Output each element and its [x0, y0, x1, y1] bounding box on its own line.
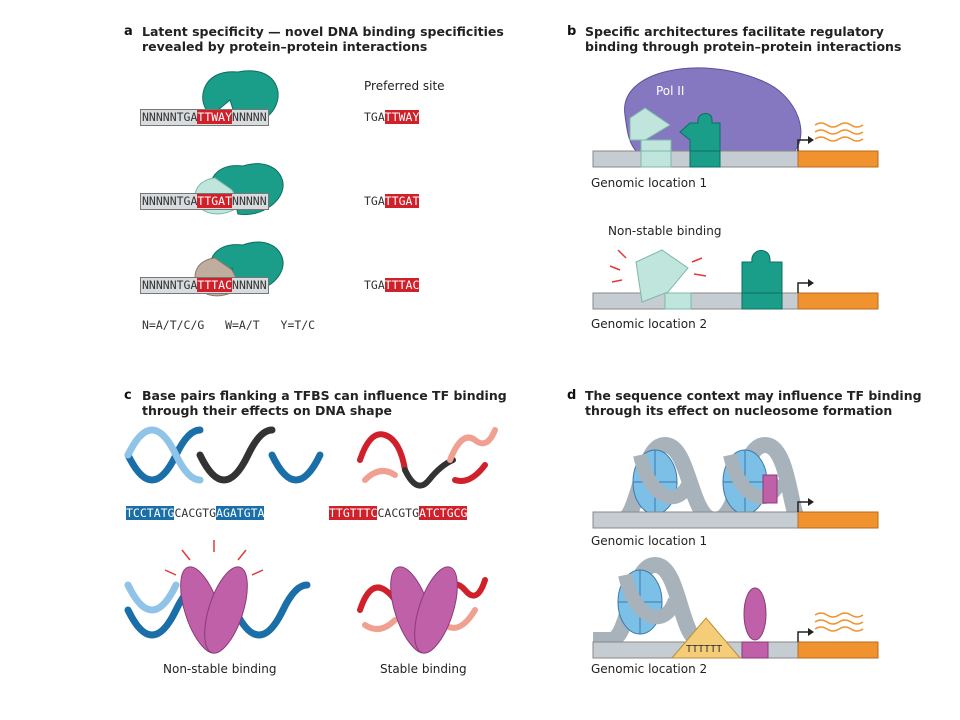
transcript-wave-d2b [814, 619, 864, 625]
iupac-legend: N=A/T/C/G W=A/T Y=T/C [142, 318, 316, 332]
site-hl: TTTAC [384, 278, 420, 292]
panel-b-title-line1: Specific architectures facilitate regula… [585, 24, 884, 39]
tf-site-hidden [762, 474, 778, 504]
seq-post: NNNNN [232, 194, 267, 208]
site-plain: TGA [364, 278, 385, 292]
tf-teal-1 [679, 113, 721, 152]
panel-c-letter: c [124, 388, 132, 403]
preferred-site-label: Preferred site [364, 79, 445, 93]
tf-magenta-dimer-stable [390, 566, 458, 654]
site-plain: TGA [364, 194, 385, 208]
panel-c-title: Base pairs flanking a TFBS can influence… [142, 388, 507, 418]
panel-d-letter: d [567, 388, 577, 403]
seq-post: NNNNN [232, 110, 267, 124]
genomic-location-1-label: Genomic location 1 [591, 176, 708, 190]
panel-b-letter: b [567, 24, 577, 39]
panel-b-title-line2: binding through protein–protein interact… [585, 39, 902, 54]
dna-sequence-blue: TCCTATGCACGTGAGATGTA [126, 506, 265, 521]
dna-coil-location-2 [593, 556, 703, 648]
tss-arrow-d1 [797, 501, 810, 512]
non-stable-binding-label-c: Non-stable binding [163, 662, 277, 676]
seq-hl: TTGAT [197, 194, 233, 208]
tf-magenta-bound [743, 587, 767, 641]
poly-t-label: TTTTTT [686, 644, 723, 655]
tf-pale-unstable [635, 249, 689, 303]
pol-ii-label: Pol II [656, 84, 685, 98]
seq-core: CACGTG [377, 506, 420, 520]
preferred-site-row-1: TGATTWAY [364, 110, 420, 125]
panel-a-letter: a [124, 24, 133, 39]
preferred-site-row-3: TGATTTAC [364, 278, 420, 293]
tf-teal-2 [741, 250, 783, 294]
tss-arrow-1 [797, 139, 810, 151]
genomic-location-2-label-d: Genomic location 2 [591, 662, 708, 676]
gene-orange-d1 [797, 511, 879, 529]
transcript-wave-1a [814, 122, 864, 128]
panel-d-title: The sequence context may influence TF bi… [585, 388, 922, 418]
seq-hl: TTWAY [197, 110, 233, 124]
dna-sequence-row-1: NNNNNTGATTWAYNNNNN [140, 109, 269, 126]
tf-magenta-dimer-unstable [180, 566, 248, 654]
site-plain: TGA [364, 110, 385, 124]
gene-orange-d2 [797, 641, 879, 659]
seq-flank-right: AGATGTA [216, 506, 265, 520]
seq-flank-right: ATCTGCG [419, 506, 468, 520]
panel-a-title-line2: revealed by protein–protein interactions [142, 39, 428, 54]
genomic-location-2-label: Genomic location 2 [591, 317, 708, 331]
transcript-wave-1c [814, 136, 864, 142]
seq-pre: NNNNNTGA [142, 194, 198, 208]
dna-sequence-row-2: NNNNNTGATTGATNNNNN [140, 193, 269, 210]
panel-a-title-line1: Latent specificity — novel DNA binding s… [142, 24, 504, 39]
tss-arrow-2 [797, 282, 810, 293]
tf-pale-arrow-1 [629, 107, 672, 152]
panel-b-title: Specific architectures facilitate regula… [585, 24, 901, 54]
gene-orange-1 [797, 150, 879, 168]
seq-pre: NNNNNTGA [142, 278, 198, 292]
panel-c-title-line1: Base pairs flanking a TFBS can influence… [142, 388, 507, 403]
transcript-wave-d2a [814, 612, 864, 618]
seq-hl: TTTAC [197, 278, 233, 292]
panel-d-title-line2: through its effect on nucleosome formati… [585, 403, 893, 418]
site-hl: TTWAY [384, 110, 420, 124]
seq-pre: NNNNNTGA [142, 110, 198, 124]
panel-c-title-line2: through their effects on DNA shape [142, 403, 393, 418]
site-hl: TTGAT [384, 194, 420, 208]
dna-sequence-red: TTGTTTCCACGTGATCTGCG [329, 506, 468, 521]
dna-sequence-row-3: NNNNNTGATTTACNNNNN [140, 277, 269, 294]
site-pale-2 [664, 292, 692, 310]
transcript-wave-d2c [814, 626, 864, 632]
seq-flank-left: TTGTTTC [329, 506, 378, 520]
dna-helix-right-top [357, 427, 498, 489]
non-stable-binding-label-b: Non-stable binding [608, 224, 722, 238]
tf-site-bound [741, 641, 769, 659]
gene-orange-2 [797, 292, 879, 310]
pol-ii-complex [624, 67, 802, 156]
dna-location-1-d [592, 511, 799, 529]
dna-helix-left-top [124, 426, 324, 484]
seq-core: CACGTG [174, 506, 217, 520]
instability-marks-c [164, 540, 264, 576]
transcript-wave-1b [814, 129, 864, 135]
seq-flank-left: TCCTATG [126, 506, 175, 520]
preferred-site-row-2: TGATTGAT [364, 194, 420, 209]
tss-arrow-d2 [797, 631, 810, 642]
instability-marks [609, 249, 707, 283]
poly-t-triangle [670, 617, 742, 659]
panel-d-title-line1: The sequence context may influence TF bi… [585, 388, 922, 403]
panel-a-title: Latent specificity — novel DNA binding s… [142, 24, 504, 54]
genomic-location-1-label-d: Genomic location 1 [591, 534, 708, 548]
stable-binding-label: Stable binding [380, 662, 467, 676]
seq-post: NNNNN [232, 278, 267, 292]
